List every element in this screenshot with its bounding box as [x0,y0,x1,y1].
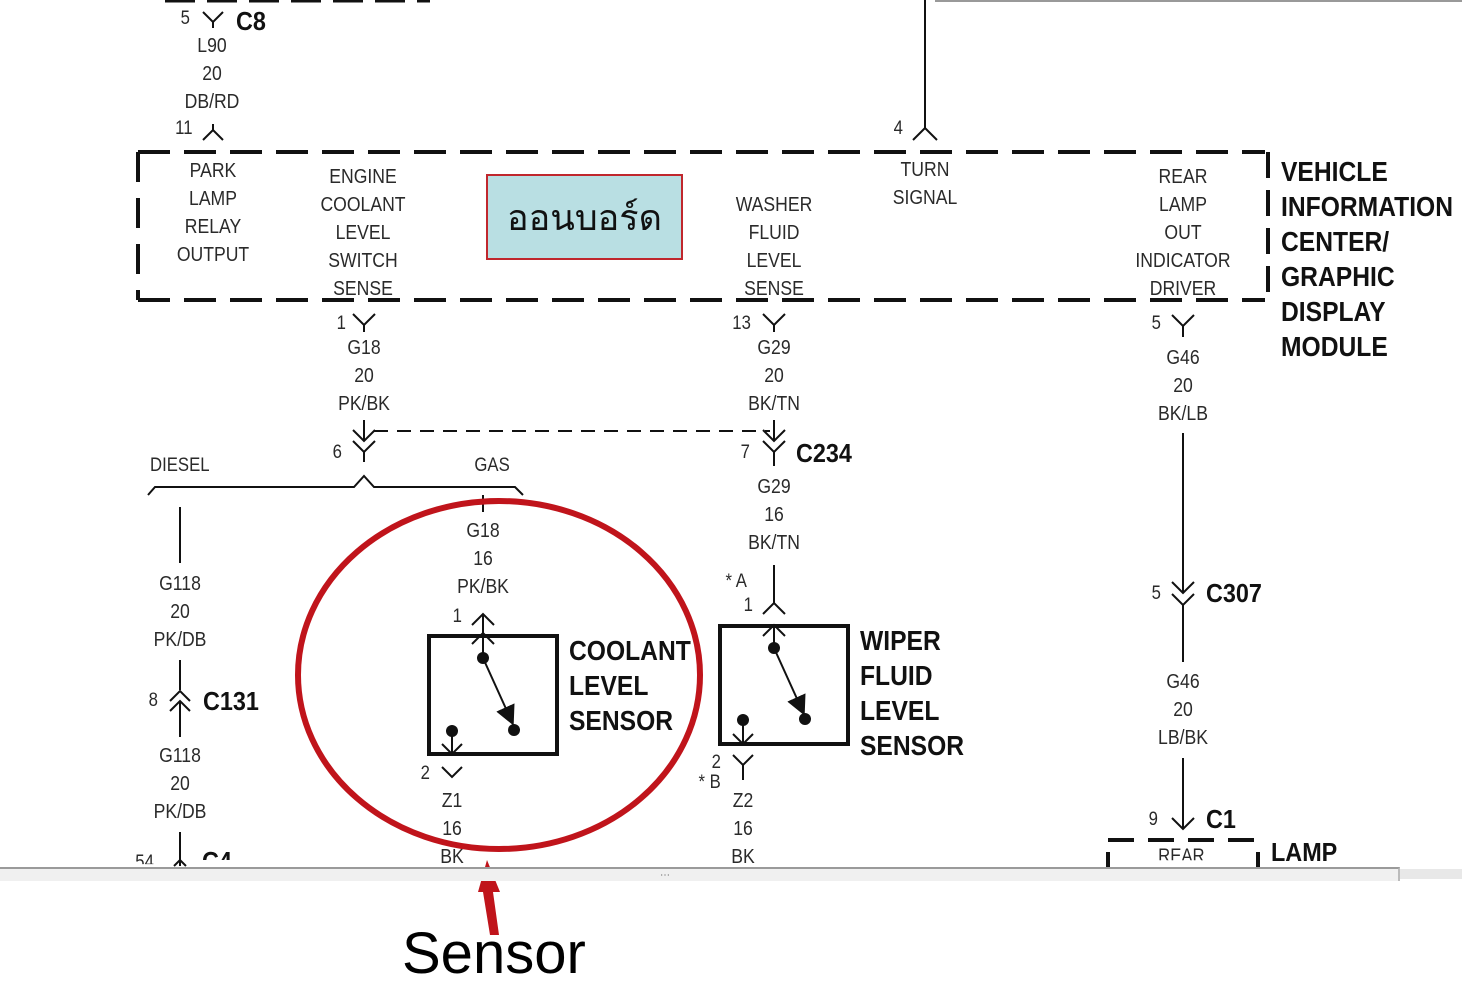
pin-1-symbol [352,313,376,332]
c307-connector-symbol [1171,581,1195,662]
pin-5: 5 [1151,313,1161,334]
c4-label: C4 [202,846,232,876]
wire-g46-lower: G46 20 LB/BK [1158,671,1208,749]
washer-fluid-level-sense-label: WASHER FLUID LEVEL SENSE [735,194,813,300]
gas-branch-label: GAS [474,455,510,476]
branch-bracket [147,474,524,496]
pin-5-symbol [1171,314,1195,337]
scrollbar-grip-icon[interactable]: ⋯ [660,870,671,881]
coolant-pin-2-symbol [441,766,463,779]
wire-g29-20: G29 20 BK/TN [748,337,800,415]
wiper-sensor-box [718,624,850,746]
c234-connector-symbol [762,420,786,466]
park-lamp-relay-output-label: PARK LAMP RELAY OUTPUT [176,160,250,266]
c4-pin: 54 [135,852,154,873]
c8-label: C8 [236,6,266,36]
c131-label: C131 [203,686,259,716]
onboard-annotation-box: ออนบอร์ด [486,174,683,260]
wire-g46-upper: G46 20 BK/LB [1158,347,1208,425]
wire-l90: L90 20 DB/RD [184,35,240,113]
scrollbar-corner [1400,869,1462,879]
c234-label: C234 [796,438,852,468]
wire-g118-upper: G118 20 PK/DB [153,573,207,651]
pin-4: 4 [893,118,903,139]
wire-g18-20: G18 20 PK/BK [338,337,390,415]
pin-11-symbol [202,124,224,141]
coolant-sensor-pin-2: 2 [420,763,430,784]
lamp-label: LAMP [1271,837,1338,867]
vic-module-box [136,150,1270,302]
pin-13: 13 [732,313,751,334]
lamp-module-box [1106,838,1260,868]
c1-connector-symbol [1171,817,1195,831]
wiper-pin-a: * A [725,571,747,592]
c8-connector-symbol [202,11,224,28]
pin-11: 11 [175,118,193,139]
sensor-annotation-label: Sensor [402,921,586,986]
c234-pin: 7 [740,442,750,463]
wiper-pin-2-symbol [732,754,754,780]
wiper-fluid-level-sensor-label: WIPER FLUID LEVEL SENSOR [860,625,965,761]
coolant-level-sensor-label: COOLANT LEVEL SENSOR [569,635,691,736]
sensor-highlight-circle [295,498,703,852]
engine-coolant-level-switch-sense-label: ENGINE COOLANT LEVEL SWITCH SENSE [320,166,406,300]
c307-pin: 5 [1151,583,1161,604]
c4-connector-symbol [173,856,187,867]
wire-g29-16: G29 16 BK/TN [748,476,800,554]
wire-g18-16: G18 16 PK/BK [457,520,509,598]
c131-connector-symbol [169,689,191,737]
c307-label: C307 [1206,578,1262,608]
c8-pin: 5 [180,8,190,29]
c131-pin: 8 [148,690,158,711]
wiper-sensor-pin-1: 1 [743,595,753,616]
horizontal-scrollbar[interactable] [0,867,1400,881]
c1-label: C1 [1206,804,1236,834]
wire-z2: Z2 16 BK [731,790,755,868]
wiper-sensor-pin-2: 2 [711,752,721,773]
rear-lamp-partial-label: REAR [1158,846,1205,867]
splice-6-pin: 6 [332,442,342,463]
wiper-pin-b: * B [698,772,721,793]
module-title: VEHICLE INFORMATION CENTER/ GRAPHIC DISP… [1281,156,1453,362]
diesel-branch-label: DIESEL [150,455,210,476]
turn-signal-label: TURN SIGNAL [892,159,958,209]
wire-g118-lower: G118 20 PK/DB [153,745,207,823]
wire-z1: Z1 16 BK [440,790,464,868]
c1-pin: 9 [1148,809,1158,830]
splice-6-symbol [352,420,376,462]
coolant-sensor-box [427,634,559,756]
pin-1: 1 [336,313,346,334]
rear-lamp-out-indicator-driver-label: REAR LAMP OUT INDICATOR DRIVER [1135,166,1231,300]
pin-13-symbol [762,313,786,332]
coolant-sensor-pin-1: 1 [452,606,462,627]
